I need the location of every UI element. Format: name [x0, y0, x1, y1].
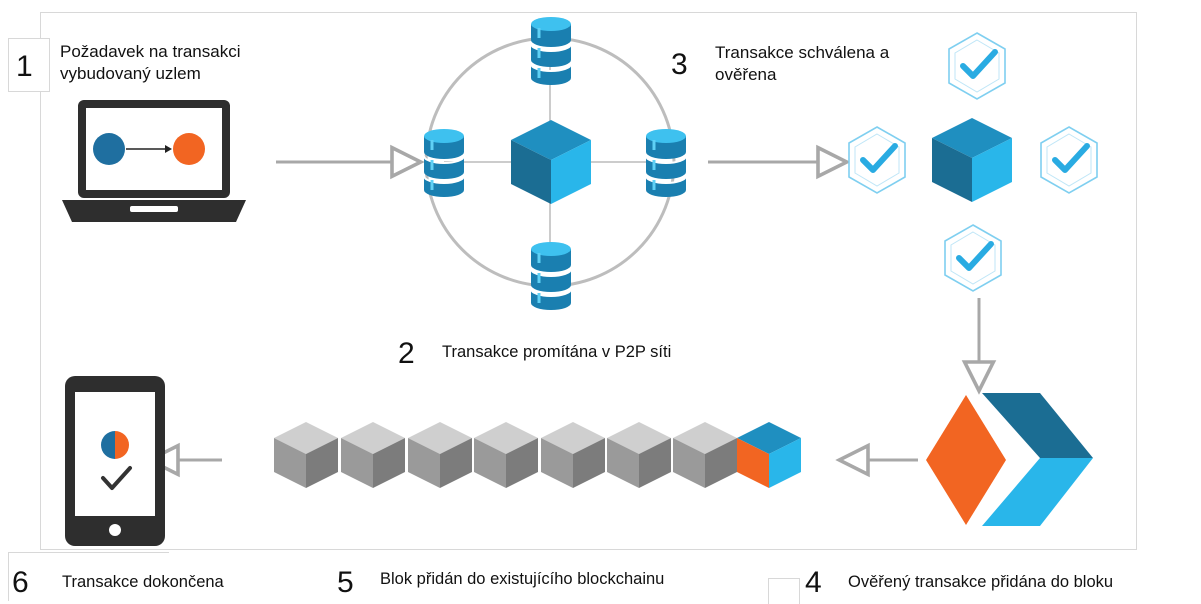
check-hexagon-icon — [1041, 127, 1097, 193]
step-label-line: vybudovaný uzlem — [60, 64, 201, 84]
database-icon — [529, 15, 573, 87]
step-number: 5 — [337, 566, 354, 599]
check-hexagon-icon — [949, 33, 1005, 99]
step-4-box — [768, 578, 800, 604]
p2p-network — [422, 15, 688, 312]
cube-icon — [932, 118, 1012, 202]
step-number: 4 — [805, 566, 822, 599]
diagram-frame — [40, 12, 1137, 550]
step-2-label: Transakce promítána v P2P síti — [442, 343, 672, 361]
step-label-line: Transakce schválena a — [715, 43, 890, 62]
step-label-line: ověřena — [715, 65, 777, 85]
step-label-line: Požadavek na transakci — [60, 42, 241, 61]
step-6-box — [8, 552, 169, 601]
block-cube — [474, 422, 538, 488]
database-icon — [529, 240, 573, 312]
new-block-cube — [737, 422, 801, 488]
step-number: 1 — [16, 50, 33, 83]
step-6-label: Transakce dokončena — [62, 573, 224, 591]
block-cube — [274, 422, 338, 488]
blockchain-icon — [274, 422, 801, 488]
step-4-label: Ověřený transakce přidána do bloku — [848, 573, 1114, 591]
step-number: 3 — [671, 48, 688, 81]
cube-icon — [511, 120, 591, 204]
block-cube — [408, 422, 472, 488]
laptop-icon — [62, 100, 246, 222]
step-3-label: Transakce schválena a ověřena — [715, 42, 889, 86]
merge-block-icon — [926, 393, 1093, 526]
check-hexagon-icon — [849, 127, 905, 193]
phone-icon — [65, 376, 165, 546]
step-1-box — [8, 38, 50, 92]
check-hexagon-icon — [945, 225, 1001, 291]
step-number: 6 — [12, 566, 29, 599]
step-1-label: Požadavek na transakci vybudovaný uzlem — [60, 41, 241, 85]
database-icon — [644, 127, 688, 199]
block-cube — [607, 422, 671, 488]
step-5-label: Blok přidán do existujícího blockchainu — [380, 570, 665, 588]
block-cube — [673, 422, 737, 488]
block-cube — [541, 422, 605, 488]
block-cube — [341, 422, 405, 488]
database-icon — [422, 127, 466, 199]
step-number: 2 — [398, 337, 415, 370]
